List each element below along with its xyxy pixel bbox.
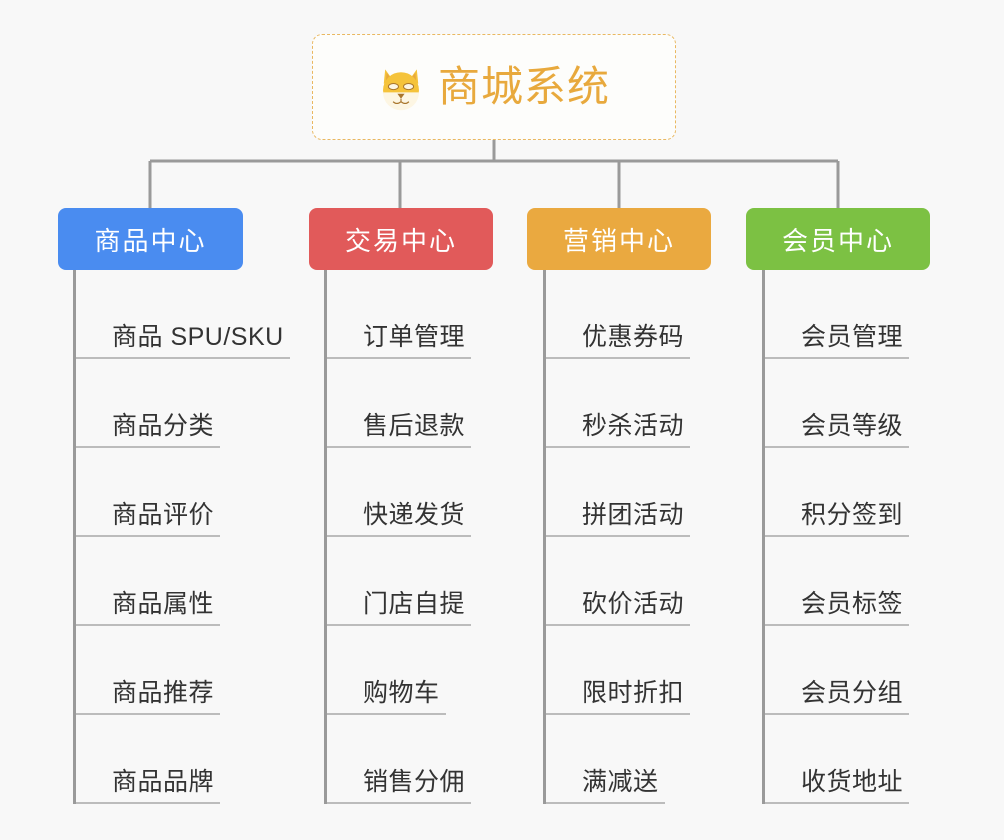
root-node[interactable]: 商城系统 [312,34,676,140]
branch-spine [73,270,76,804]
leaf-item-underline: 满减送 [546,769,665,804]
leaf-item[interactable]: 砍价活动 [546,537,691,626]
leaf-item-label: 快递发货 [363,500,466,529]
leaf-item-underline: 商品分类 [76,411,221,448]
leaf-item-label: 商品属性 [112,589,215,618]
leaf-item[interactable]: 售后退款 [327,359,472,448]
leaf-item-label: 商品分类 [112,411,215,440]
branch-spine [543,270,546,804]
leaf-item[interactable]: 满减送 [546,715,665,804]
category-header-trade-center[interactable]: 交易中心 [309,208,493,270]
leaf-item-underline: 商品属性 [76,589,221,626]
leaf-item-underline: 收货地址 [765,767,910,804]
leaf-item-label: 砍价活动 [582,589,685,618]
leaf-item-underline: 订单管理 [327,322,472,359]
leaf-item[interactable]: 商品推荐 [76,626,221,715]
leaf-item-underline: 会员等级 [765,411,910,448]
leaf-item-underline: 快递发货 [327,500,472,537]
leaf-item-label: 限时折扣 [582,678,685,707]
leaf-item[interactable]: 会员管理 [765,270,910,359]
leaf-item[interactable]: 订单管理 [327,270,472,359]
leaf-item[interactable]: 限时折扣 [546,626,691,715]
category-header-member-center[interactable]: 会员中心 [746,208,930,270]
category-header-product-center[interactable]: 商品中心 [58,208,243,270]
leaf-item-label: 拼团活动 [582,500,685,529]
leaf-item-label: 积分签到 [801,500,904,529]
leaf-item-underline: 销售分佣 [327,767,472,804]
leaf-item-underline: 会员分组 [765,678,910,715]
leaf-item[interactable]: 收货地址 [765,715,910,804]
branch-spine [324,270,327,804]
leaf-item[interactable]: 积分签到 [765,448,910,537]
leaf-item-underline: 门店自提 [327,589,472,626]
leaf-item-underline: 商品 SPU/SKU [76,324,290,359]
branch-spine [762,270,765,804]
leaf-item-label: 商品品牌 [112,767,215,796]
category-header-label: 营销中心 [562,225,675,256]
leaf-item[interactable]: 商品品牌 [76,715,221,804]
leaf-item-label: 会员管理 [801,322,904,351]
leaf-item-underline: 限时折扣 [546,678,691,715]
leaf-item-label: 订单管理 [363,322,466,351]
leaf-item-label: 优惠券码 [582,322,685,351]
shiba-inu-dog-face-icon [378,65,424,111]
leaf-item-label: 秒杀活动 [582,411,685,440]
leaf-item-underline: 秒杀活动 [546,411,691,448]
leaf-item[interactable]: 销售分佣 [327,715,472,804]
leaf-item-label: 门店自提 [363,589,466,618]
leaf-item-label: 售后退款 [363,411,466,440]
root-title: 商城系统 [437,63,610,110]
leaf-item-label: 会员等级 [801,411,904,440]
leaf-item[interactable]: 优惠券码 [546,270,691,359]
category-header-label: 商品中心 [94,225,207,256]
leaf-item-underline: 会员管理 [765,322,910,359]
leaf-item-underline: 积分签到 [765,500,910,537]
leaf-item-underline: 砍价活动 [546,589,691,626]
leaf-item[interactable]: 购物车 [327,626,446,715]
category-header-label: 会员中心 [781,225,894,256]
connector-group [148,140,840,208]
leaf-item[interactable]: 会员标签 [765,537,910,626]
leaf-item-underline: 优惠券码 [546,322,691,359]
category-header-label: 交易中心 [344,225,457,256]
leaf-item[interactable]: 会员分组 [765,626,910,715]
leaf-item[interactable]: 商品评价 [76,448,221,537]
leaf-item-label: 会员标签 [801,589,904,618]
leaf-item-underline: 拼团活动 [546,500,691,537]
leaf-item[interactable]: 商品分类 [76,359,221,448]
leaf-item-label: 销售分佣 [363,767,466,796]
leaf-item-label: 商品评价 [112,500,215,529]
leaf-item[interactable]: 快递发货 [327,448,472,537]
leaf-item[interactable]: 门店自提 [327,537,472,626]
leaf-item-underline: 商品评价 [76,500,221,537]
leaf-item-label: 满减送 [582,767,659,796]
leaf-item[interactable]: 商品 SPU/SKU [76,270,290,359]
leaf-item[interactable]: 商品属性 [76,537,221,626]
leaf-item-underline: 商品品牌 [76,767,221,804]
leaf-item-underline: 售后退款 [327,411,472,448]
category-header-marketing-center[interactable]: 营销中心 [527,208,711,270]
leaf-item-underline: 会员标签 [765,589,910,626]
leaf-item-label: 商品 SPU/SKU [112,322,284,351]
leaf-item-label: 商品推荐 [112,678,215,707]
leaf-item-label: 收货地址 [801,767,904,796]
leaf-item-label: 购物车 [363,678,440,707]
leaf-item-label: 会员分组 [801,678,904,707]
leaf-item-underline: 商品推荐 [76,678,221,715]
leaf-item-underline: 购物车 [327,680,446,715]
leaf-item[interactable]: 秒杀活动 [546,359,691,448]
leaf-item[interactable]: 拼团活动 [546,448,691,537]
leaf-item[interactable]: 会员等级 [765,359,910,448]
